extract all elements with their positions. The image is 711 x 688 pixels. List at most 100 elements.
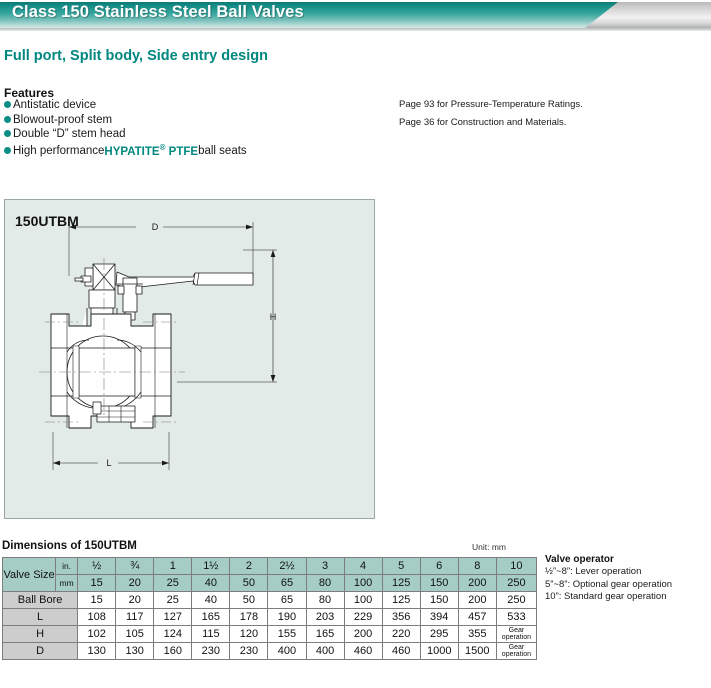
subtitle: Full port, Split body, Side entry design [4,48,268,64]
features-list: Antistatic device Blowout-proof stem Dou… [4,99,384,157]
table-cell: 533 [495,608,538,626]
dimension-label-l: L [106,458,111,468]
feature-label: Antistatic device [13,99,97,111]
size-header-cell: 2 [229,557,269,575]
table-cell-gear: Gear operation [495,642,538,660]
valve-operator-note: Valve operator ½”~8”: Lever operation 5”… [545,554,711,604]
valve-operator-title: Valve operator [545,554,614,565]
page-references: Page 93 for Pressure-Temperature Ratings… [399,99,583,135]
table-cell: 155 [267,625,307,643]
table-row: Ball Bore 15 20 25 40 50 65 80 100 125 1… [1,591,538,609]
size-header-cell: 2½ [267,557,307,575]
size-header-cell: 80 [305,574,345,592]
row-label: D [1,642,79,660]
row-label: L [1,608,79,626]
table-cell: 120 [229,625,269,643]
dimension-label-d: D [152,222,159,232]
table-cell: 50 [229,591,269,609]
table-cell: 220 [381,625,421,643]
table-cell: 230 [191,642,231,660]
size-header-cell: 20 [115,574,155,592]
gear-line-2: operation [501,634,531,641]
valve-operator-line: ½”~8”: Lever operation [545,566,642,577]
size-header-cell: 25 [153,574,193,592]
table-cell: 1500 [457,642,497,660]
feature-label-prefix: High performance [13,145,105,158]
table-cell: 20 [115,591,155,609]
row-label: H [1,625,79,643]
size-header-cell: 250 [495,574,538,592]
table-cell: 356 [381,608,421,626]
brand-text: HYPATITE [104,145,160,158]
valve-operator-line: 10”: Standard gear operation [545,591,667,602]
table-cell: 178 [229,608,269,626]
table-row: D 130 130 160 230 230 400 400 460 460 10… [1,642,538,660]
table-cell: 40 [191,591,231,609]
table-cell: 165 [305,625,345,643]
table-cell: 400 [305,642,345,660]
table-cell: 229 [343,608,383,626]
page-title: Class 150 Stainless Steel Ball Valves [12,3,304,21]
bullet-icon [4,115,11,123]
table-cell: 150 [419,591,459,609]
valve-operator-line: 5”~8”: Optional gear operation [545,578,673,590]
dimensions-table: Valve Size in. ½ ¾ 1 1½ 2 2½ 3 4 5 6 8 1… [1,557,538,660]
list-item: Double “D” stem head [4,128,384,143]
table-cell: 100 [343,591,383,609]
table-cell: 457 [457,608,497,626]
table-cell: 117 [115,608,155,626]
table-cell: 165 [191,608,231,626]
table-cell: 295 [419,625,459,643]
unit-cell-inch: in. [55,557,79,575]
size-header-cell: 65 [267,574,307,592]
table-cell: 124 [153,625,193,643]
table-cell: 190 [267,608,307,626]
size-header-cell: 50 [229,574,269,592]
size-header-cell: 200 [457,574,497,592]
table-cell: 400 [267,642,307,660]
size-header-cell: 5 [381,557,421,575]
bullet-icon [4,130,11,137]
bullet-icon [4,101,11,108]
ball-valve-drawing: D H L [39,222,277,470]
table-row-header-mm: mm 15 20 25 40 50 65 80 100 125 150 200 … [3,574,538,592]
table-cell: 230 [229,642,269,660]
table-cell: 15 [77,591,117,609]
size-header-cell: 4 [343,557,383,575]
table-title: Dimensions of 150UTBM [2,540,137,552]
header-banner: Class 150 Stainless Steel Ball Valves [0,0,711,31]
illustration-label: 150UTBM [15,213,79,229]
table-cell: 200 [343,625,383,643]
row-label: Ball Bore [1,591,79,609]
feature-label-suffix: ball seats [198,145,247,158]
unit-note: Unit: mm [472,542,506,552]
table-cell: 250 [495,591,538,609]
size-header-cell: ¾ [115,557,155,575]
unit-cell-mm: mm [55,574,79,592]
gear-line-1: Gear [508,626,525,634]
list-item: Blowout-proof stem [4,114,384,129]
table-cell: 203 [305,608,345,626]
banner-shadow [0,28,711,31]
table-cell: 355 [457,625,497,643]
size-header-cell: 10 [495,557,538,575]
features-heading: Features [4,86,55,100]
feature-label: Blowout-proof stem [13,113,113,126]
table-cell: 460 [343,642,383,660]
page-reference: Page 36 for Construction and Materials. [399,117,567,128]
table-cell: 127 [153,608,193,626]
table-cell: 1000 [419,642,459,660]
valve-illustration-panel: 150UTBM [4,199,375,519]
table-cell: 394 [419,608,459,626]
size-header-cell: 15 [77,574,117,592]
size-header-cell: 100 [343,574,383,592]
brand-name: HYPATITE® PTFE [104,143,198,158]
valve-size-header: Valve Size [1,557,57,592]
bullet-icon [4,147,11,155]
table-cell-gear: Gear operation [495,625,538,643]
dimension-label-h: H [270,312,277,322]
table-cell: 115 [191,625,231,643]
size-header-cell: 150 [419,574,459,592]
list-item: Antistatic device [4,99,384,114]
table-cell: 130 [77,642,117,660]
